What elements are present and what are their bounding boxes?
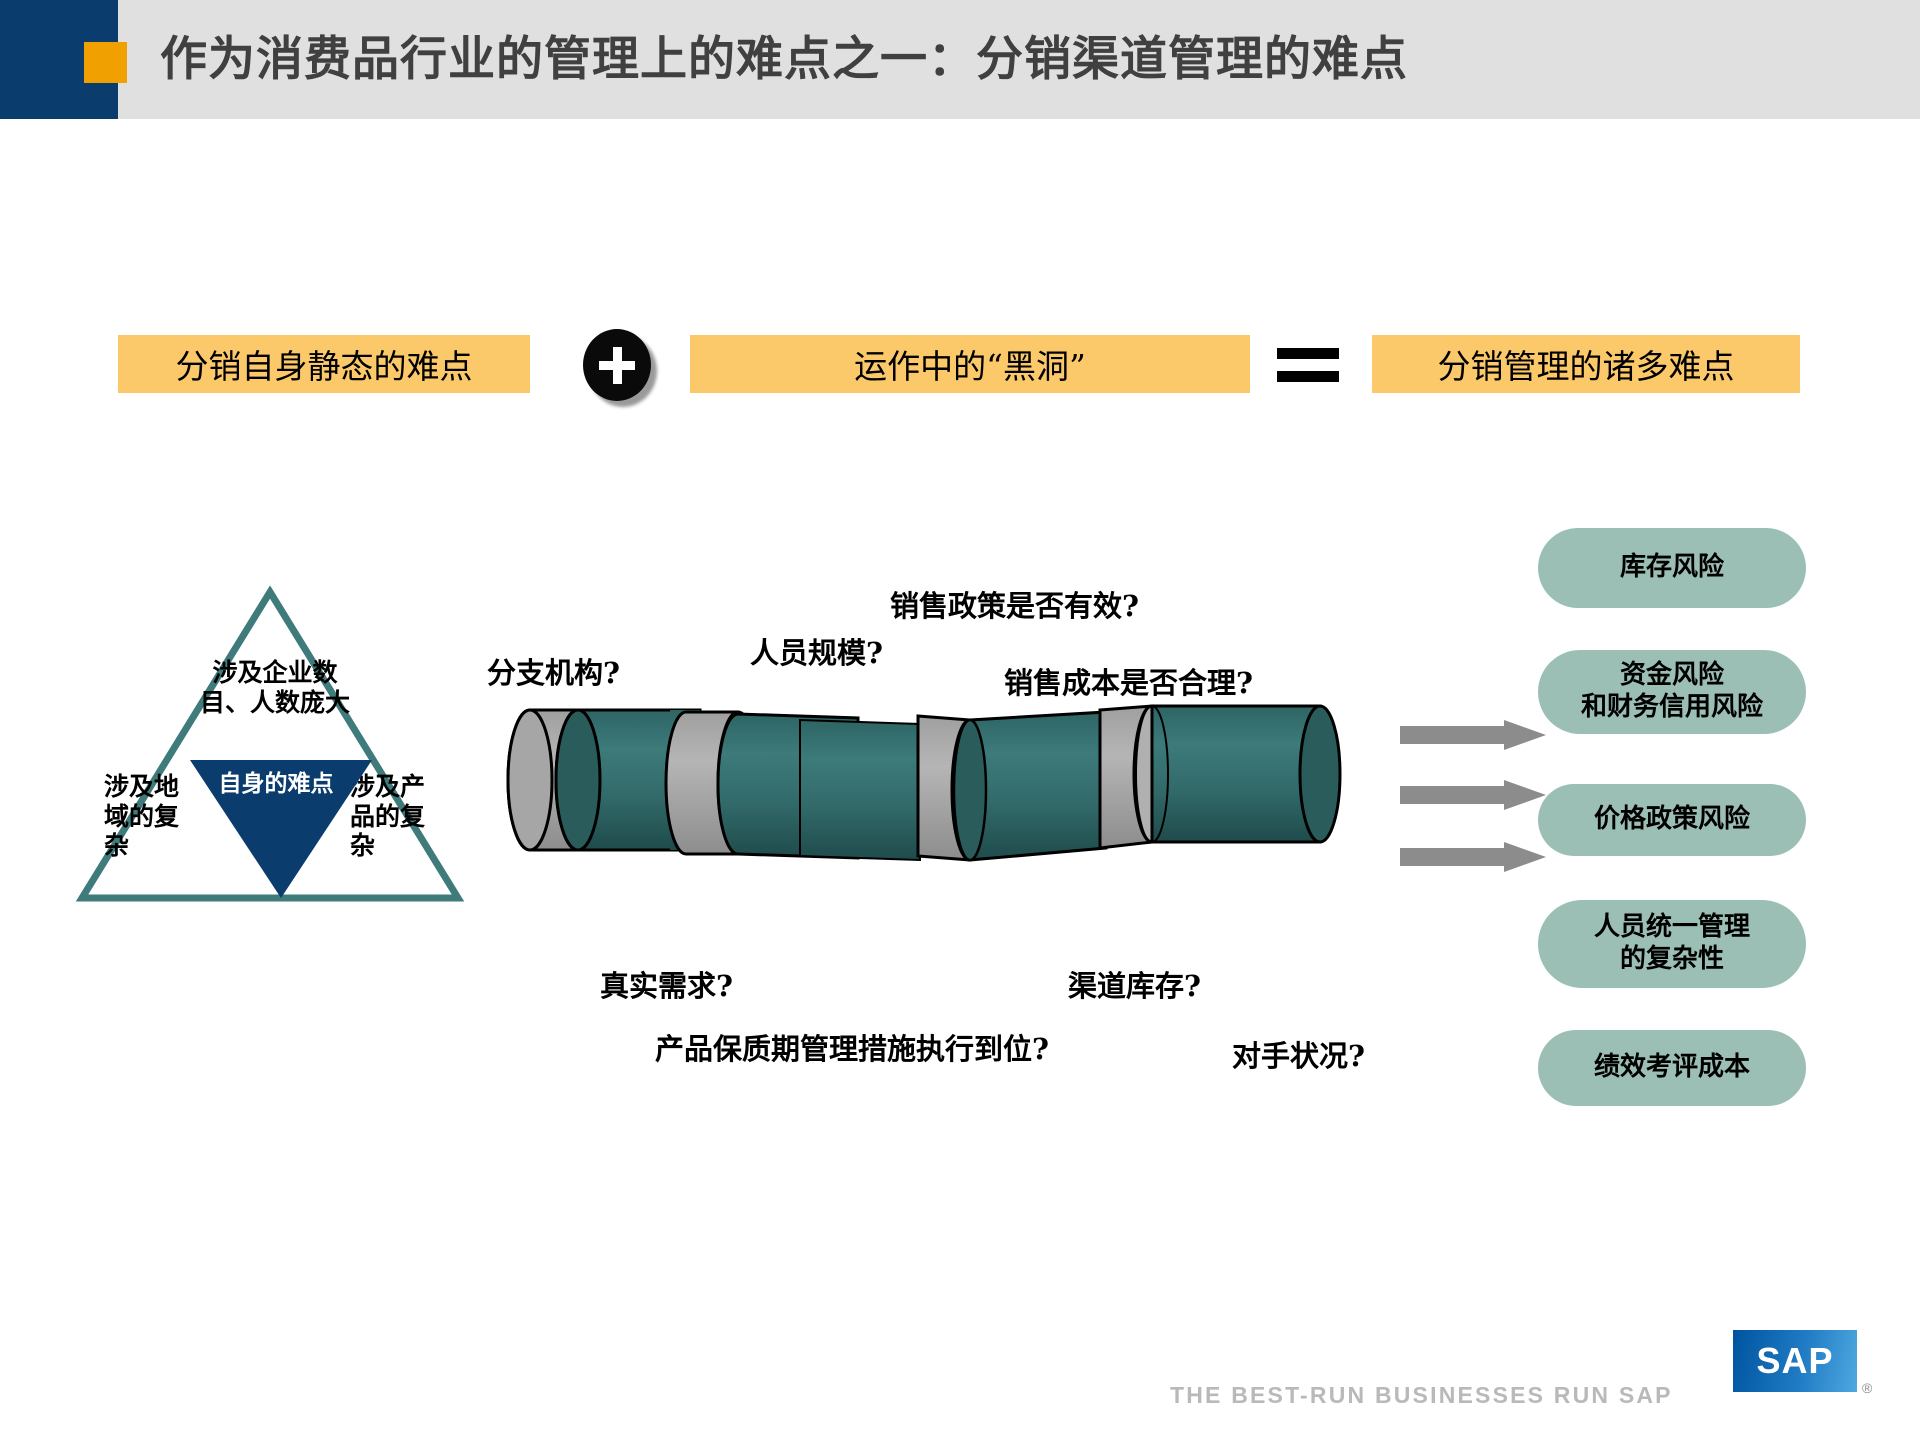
- arrow-icon-middle: [1400, 780, 1546, 810]
- equation-result-label: 分销管理的诸多难点: [1437, 347, 1735, 386]
- risk-pill-capital-credit: 资金风险 和财务信用风险: [1538, 650, 1806, 734]
- slide-header: 作为消费品行业的管理上的难点之一：分销渠道管理的难点: [0, 0, 1920, 119]
- question-label-rival: 对手状况?: [1232, 1039, 1365, 1073]
- pipe-illustration: [506, 704, 1342, 862]
- risk-pill-inventory: 库存风险: [1538, 528, 1806, 608]
- question-label-staff: 人员规模?: [750, 636, 883, 670]
- risk-pill-line-2: 的复杂性: [1619, 944, 1724, 974]
- equation-term-1-box: 分销自身静态的难点: [118, 335, 530, 393]
- equation-term-2-box: 运作中的“黑洞”: [690, 335, 1250, 393]
- risk-pill-staff-management: 人员统一管理 的复杂性: [1538, 900, 1806, 988]
- question-label-demand: 真实需求?: [600, 969, 733, 1003]
- question-label-branch: 分支机构?: [487, 656, 620, 690]
- equation-term-2-label: 运作中的“黑洞”: [854, 347, 1086, 386]
- sap-logo-text: SAP: [1756, 1340, 1834, 1381]
- triangle-right-label: 涉及产品的复杂: [350, 772, 426, 860]
- risk-pill-line-1: 人员统一管理: [1593, 912, 1750, 943]
- equals-icon: [1277, 348, 1339, 382]
- equation-term-1-label: 分销自身静态的难点: [175, 347, 473, 386]
- sap-logo: SAP: [1733, 1330, 1857, 1392]
- question-label-shelf-life: 产品保质期管理措施执行到位?: [655, 1032, 1049, 1066]
- pipe-segment-4: [1135, 704, 1342, 844]
- triangle-outline: [75, 585, 465, 902]
- risk-pill-line-1: 价格政策风险: [1593, 804, 1750, 835]
- risk-pill-performance-cost: 绩效考评成本: [1538, 1030, 1806, 1106]
- inner-inverted-triangle: [190, 760, 372, 898]
- header-orange-square: [84, 42, 127, 83]
- plus-icon: [583, 329, 651, 401]
- triangle-diagram: 涉及企业数目、人数庞大 涉及地域的复杂 涉及产品的复杂 自身的难点: [70, 580, 490, 980]
- page-title: 作为消费品行业的管理上的难点之一：分销渠道管理的难点: [160, 32, 1408, 87]
- footer-tagline: THE BEST-RUN BUSINESSES RUN SAP: [1170, 1382, 1673, 1408]
- question-label-policy: 销售政策是否有效?: [890, 589, 1139, 623]
- risk-pill-price-policy: 价格政策风险: [1538, 784, 1806, 856]
- equation-result-box: 分销管理的诸多难点: [1372, 335, 1800, 393]
- sap-registered-mark: ®: [1862, 1380, 1873, 1396]
- risk-arrows: [1400, 720, 1546, 872]
- triangle-top-label: 涉及企业数目、人数庞大: [199, 658, 350, 717]
- pipe-segment-2: [716, 712, 921, 862]
- risk-pill-line-1: 资金风险: [1619, 660, 1724, 691]
- risk-pill-line-2: 和财务信用风险: [1580, 692, 1763, 722]
- question-label-cost: 销售成本是否合理?: [1004, 666, 1253, 700]
- triangle-center-label: 自身的难点: [218, 770, 334, 797]
- question-label-inventory: 渠道库存?: [1068, 969, 1201, 1003]
- risk-pill-line-1: 库存风险: [1619, 552, 1724, 583]
- risk-pill-line-1: 绩效考评成本: [1593, 1052, 1750, 1083]
- arrow-icon-top: [1400, 720, 1546, 750]
- triangle-left-label: 涉及地域的复杂: [104, 772, 180, 860]
- arrow-icon-bottom: [1400, 842, 1546, 872]
- pipe-segment-3: [952, 710, 1108, 862]
